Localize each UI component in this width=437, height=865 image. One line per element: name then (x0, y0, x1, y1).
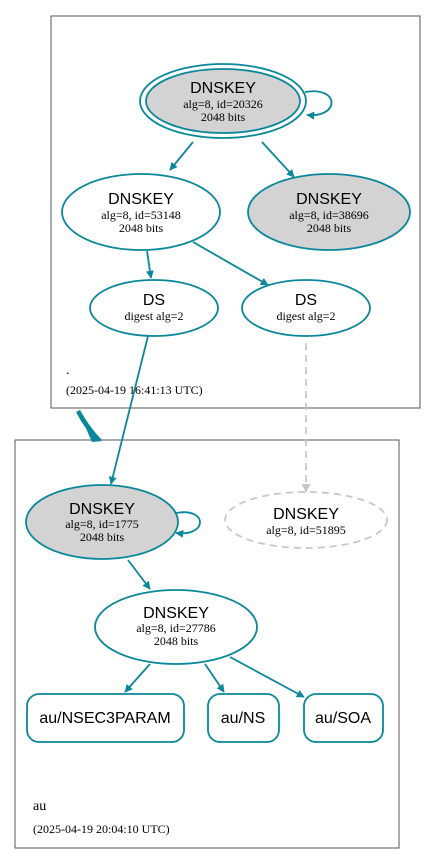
node-root-ksk[interactable]: DNSKEY alg=8, id=20326 2048 bits (139, 63, 307, 139)
node-detail: alg=8, id=1775 (65, 517, 139, 531)
delegation-arrow (76, 410, 102, 440)
edge-zsk-ns (204, 663, 225, 693)
node-detail: 2048 bits (307, 221, 352, 235)
node-detail: 2048 bits (80, 530, 125, 544)
edge-ksk-zsk2 (261, 141, 295, 178)
node-detail: 2048 bits (154, 634, 199, 648)
zone-au-name: au (33, 799, 46, 814)
node-detail: 2048 bits (119, 221, 164, 235)
node-au-zsk[interactable]: DNSKEY alg=8, id=27786 2048 bits (94, 589, 258, 665)
node-title: DNSKEY (296, 191, 362, 208)
node-title: DNSKEY (143, 605, 209, 622)
node-title: DNSKEY (69, 501, 135, 518)
node-root-zsk-38696[interactable]: DNSKEY alg=8, id=38696 2048 bits (247, 173, 411, 251)
node-detail: digest alg=2 (124, 309, 183, 323)
node-title: DS (295, 292, 317, 309)
node-root-zsk-53148[interactable]: DNSKEY alg=8, id=53148 2048 bits (61, 173, 221, 251)
zone-au-timestamp: (2025-04-19 20:04:10 UTC) (33, 822, 170, 836)
node-rr-soa[interactable]: au/SOA (303, 693, 384, 743)
edge-ds1-au-ksk (108, 335, 149, 485)
edge-zsk1-ds1 (145, 250, 154, 279)
node-title: DNSKEY (273, 506, 339, 523)
node-detail: alg=8, id=53148 (101, 208, 181, 222)
node-label: au/NSEC3PARAM (39, 710, 170, 727)
zone-root-name: . (66, 363, 70, 378)
node-ds-1[interactable]: DS digest alg=2 (89, 279, 219, 337)
node-label: au/NS (221, 710, 265, 727)
node-au-dnskey-missing[interactable]: DNSKEY alg=8, id=51895 (224, 491, 388, 549)
node-detail: digest alg=2 (276, 309, 335, 323)
node-title: DNSKEY (108, 191, 174, 208)
zone-root-box (50, 15, 421, 409)
node-detail: 2048 bits (201, 110, 246, 124)
edge-zsk-soa (229, 656, 305, 698)
node-rr-ns[interactable]: au/NS (207, 693, 280, 743)
edge-zsk-nsec3param (124, 663, 151, 693)
node-detail: alg=8, id=38696 (289, 208, 369, 222)
node-rr-nsec3param[interactable]: au/NSEC3PARAM (26, 693, 185, 743)
edge-au-ksk-self (175, 511, 201, 538)
node-au-ksk[interactable]: DNSKEY alg=8, id=1775 2048 bits (25, 484, 179, 560)
node-title: DS (143, 292, 165, 309)
node-detail: alg=8, id=51895 (266, 523, 346, 537)
node-detail: alg=8, id=20326 (183, 97, 263, 111)
node-label: au/SOA (315, 710, 371, 727)
node-title: DNSKEY (190, 80, 256, 97)
zone-au-box (14, 439, 400, 849)
node-detail: alg=8, id=27786 (136, 621, 216, 635)
edge-au-ksk-zsk (127, 559, 151, 590)
edge-ksk-self (304, 90, 333, 120)
edge-zsk1-ds2 (192, 241, 269, 286)
node-ds-2[interactable]: DS digest alg=2 (241, 279, 371, 337)
edge-ksk-zsk1 (169, 141, 194, 171)
